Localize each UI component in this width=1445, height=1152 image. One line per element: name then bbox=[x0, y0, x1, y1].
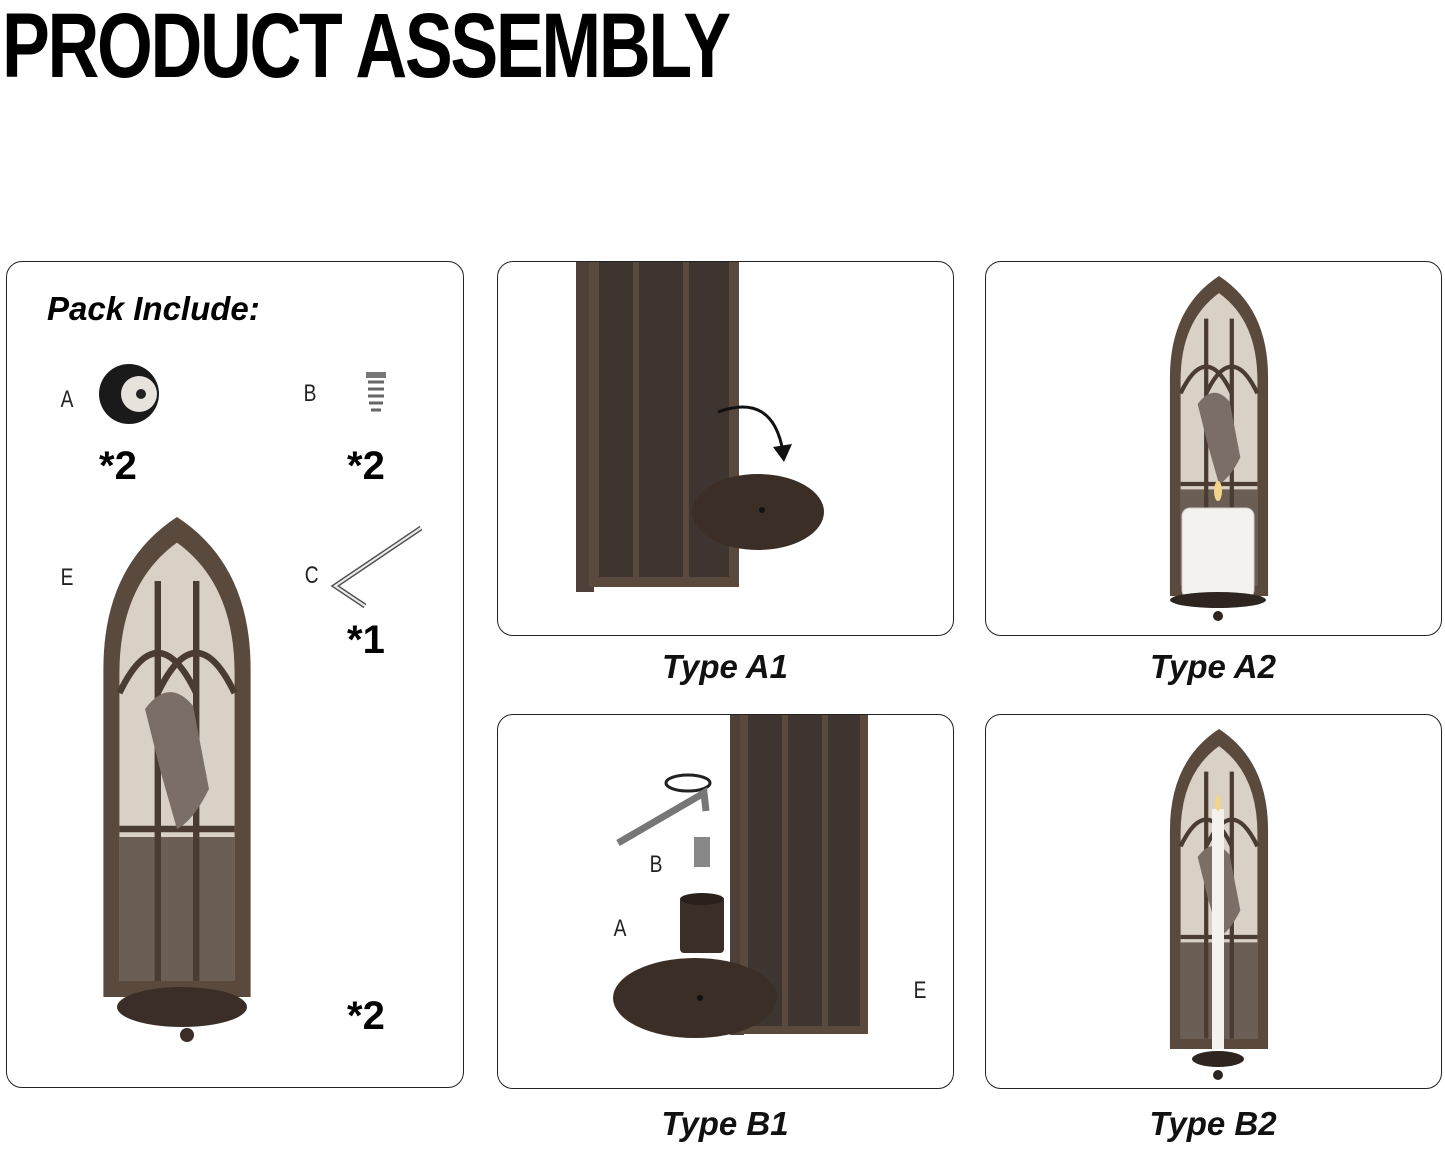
label-b: B bbox=[649, 851, 663, 878]
sconce-side-view bbox=[730, 715, 868, 1035]
pack-heading: Pack Include: bbox=[47, 290, 260, 327]
item-qty-e: *2 bbox=[347, 994, 385, 1038]
sconce-with-taper-candle bbox=[1164, 729, 1274, 1080]
item-label-e: E bbox=[60, 564, 74, 591]
item-label-a: A bbox=[60, 386, 74, 413]
cup-icon bbox=[680, 893, 724, 953]
caption-a1: Type A1 bbox=[662, 648, 788, 685]
hex-key-rotate-icon bbox=[616, 773, 712, 867]
screw-icon bbox=[366, 372, 386, 412]
step-panel-a2 bbox=[985, 261, 1442, 636]
label-e: E bbox=[913, 977, 927, 1004]
caption-a2: Type A2 bbox=[1150, 648, 1276, 685]
caption-b2: Type B2 bbox=[1149, 1105, 1277, 1142]
plate-rotate-arrow bbox=[692, 405, 824, 550]
caption-b1: Type B1 bbox=[661, 1105, 789, 1142]
item-label-b: B bbox=[303, 380, 317, 407]
pack-include-panel: Pack Include: A *2 B *2 C *1 E *2 bbox=[6, 261, 464, 1088]
cup-icon bbox=[99, 364, 159, 424]
step-panel-b2 bbox=[985, 714, 1442, 1089]
item-qty-a: *2 bbox=[99, 444, 137, 488]
item-qty-c: *1 bbox=[347, 618, 385, 662]
step-panel-a1 bbox=[497, 261, 954, 636]
plate-icon bbox=[613, 958, 777, 1038]
item-label-c: C bbox=[304, 562, 319, 589]
item-qty-b: *2 bbox=[347, 444, 385, 488]
label-a: A bbox=[613, 915, 627, 942]
step-panel-b1: B A E bbox=[497, 714, 954, 1089]
sconce-with-pillar-candle bbox=[1164, 276, 1274, 621]
gothic-window-sconce-icon bbox=[97, 517, 257, 1042]
page-title: PRODUCT ASSEMBLY bbox=[2, 0, 731, 97]
hex-key-icon bbox=[330, 525, 423, 609]
